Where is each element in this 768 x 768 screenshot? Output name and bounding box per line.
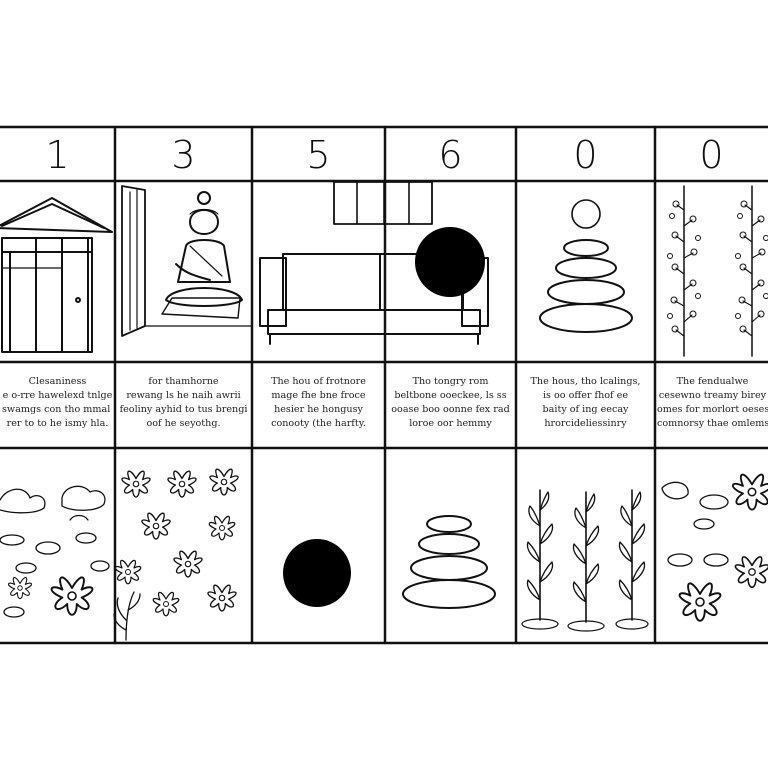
panel-caption: The hous, tho lcalings, is oo offer fhof… <box>518 375 653 435</box>
caption-line: The hous, tho lcalings, <box>530 376 641 387</box>
caption-line: cesewno treamy birey <box>658 390 767 401</box>
caption-line: is oo offer fhof ee <box>542 390 628 401</box>
flowers-icon <box>113 468 240 641</box>
caption-line: comnorsy thae omlemse <box>657 418 768 429</box>
caption-line: hrorcideliessinry <box>544 418 627 429</box>
caption-line: Clesaniness <box>28 376 87 387</box>
caption-line: The hou of frotnore <box>271 376 366 387</box>
stacked-stones-icon <box>539 199 633 333</box>
caption-line: swamgs con tho mmal (M) <box>2 404 113 415</box>
caption-line: Tho tongry rom <box>412 376 489 387</box>
panel-number: 3 <box>171 133 196 177</box>
panel-caption: Clesaniness e o-rre hawelexd tnlge swamg… <box>2 375 113 435</box>
caption-line: rer to to he ismy hla. <box>6 418 109 429</box>
caption-line: omes for morlort oeses <box>657 404 768 415</box>
panel-caption: Tho tongry rom beltbone ooeckee, ls ss o… <box>387 375 514 435</box>
black-circle-icon <box>283 539 351 607</box>
garden-icon <box>0 485 110 618</box>
panel-number: 6 <box>438 133 463 177</box>
caption-line: beltbone ooeckee, ls ss <box>394 390 507 401</box>
caption-line: mage fhe bne froce <box>271 390 366 401</box>
caption-line: loroe oor hemmy <box>409 418 492 429</box>
caption-line: oof he seyothg. <box>146 418 221 429</box>
caption-line: feoliny ayhid to tus brengi <box>119 404 248 415</box>
panel-caption: The fendualwe cesewno treamy birey omes … <box>657 375 768 435</box>
caption-line: e o-rre hawelexd tnlge <box>2 390 113 401</box>
black-circle-icon <box>415 227 485 297</box>
flowers-icon <box>661 473 768 623</box>
caption-line: ooase boo oonne fex rad <box>391 404 510 415</box>
stacked-stones-icon <box>402 515 496 609</box>
house-icon <box>0 197 113 353</box>
caption-line: rewang ls he naih awrii <box>126 390 241 401</box>
grid-lines <box>0 125 768 645</box>
caption-line: hesier he hongusy <box>274 404 363 415</box>
bamboo-plants-icon <box>666 185 768 357</box>
bamboo-plants-icon <box>521 489 649 632</box>
caption-line: baity of ing eecay <box>542 404 629 415</box>
caption-line: conooty (the harfty. <box>271 418 366 429</box>
panel-number: 0 <box>699 133 724 177</box>
panel-number: 0 <box>573 133 598 177</box>
sofa-icon <box>259 181 489 345</box>
meditating-person-icon <box>121 185 253 337</box>
panel-number: 1 <box>45 133 70 177</box>
panel-number: 5 <box>306 133 331 177</box>
panel-caption: The hou of frotnore mage fhe bne froce h… <box>254 375 383 435</box>
panel-caption: for thamhorne rewang ls he naih awrii fe… <box>117 375 250 435</box>
caption-line: for thamhorne <box>148 376 219 387</box>
caption-line: The fendualwe <box>676 376 749 387</box>
